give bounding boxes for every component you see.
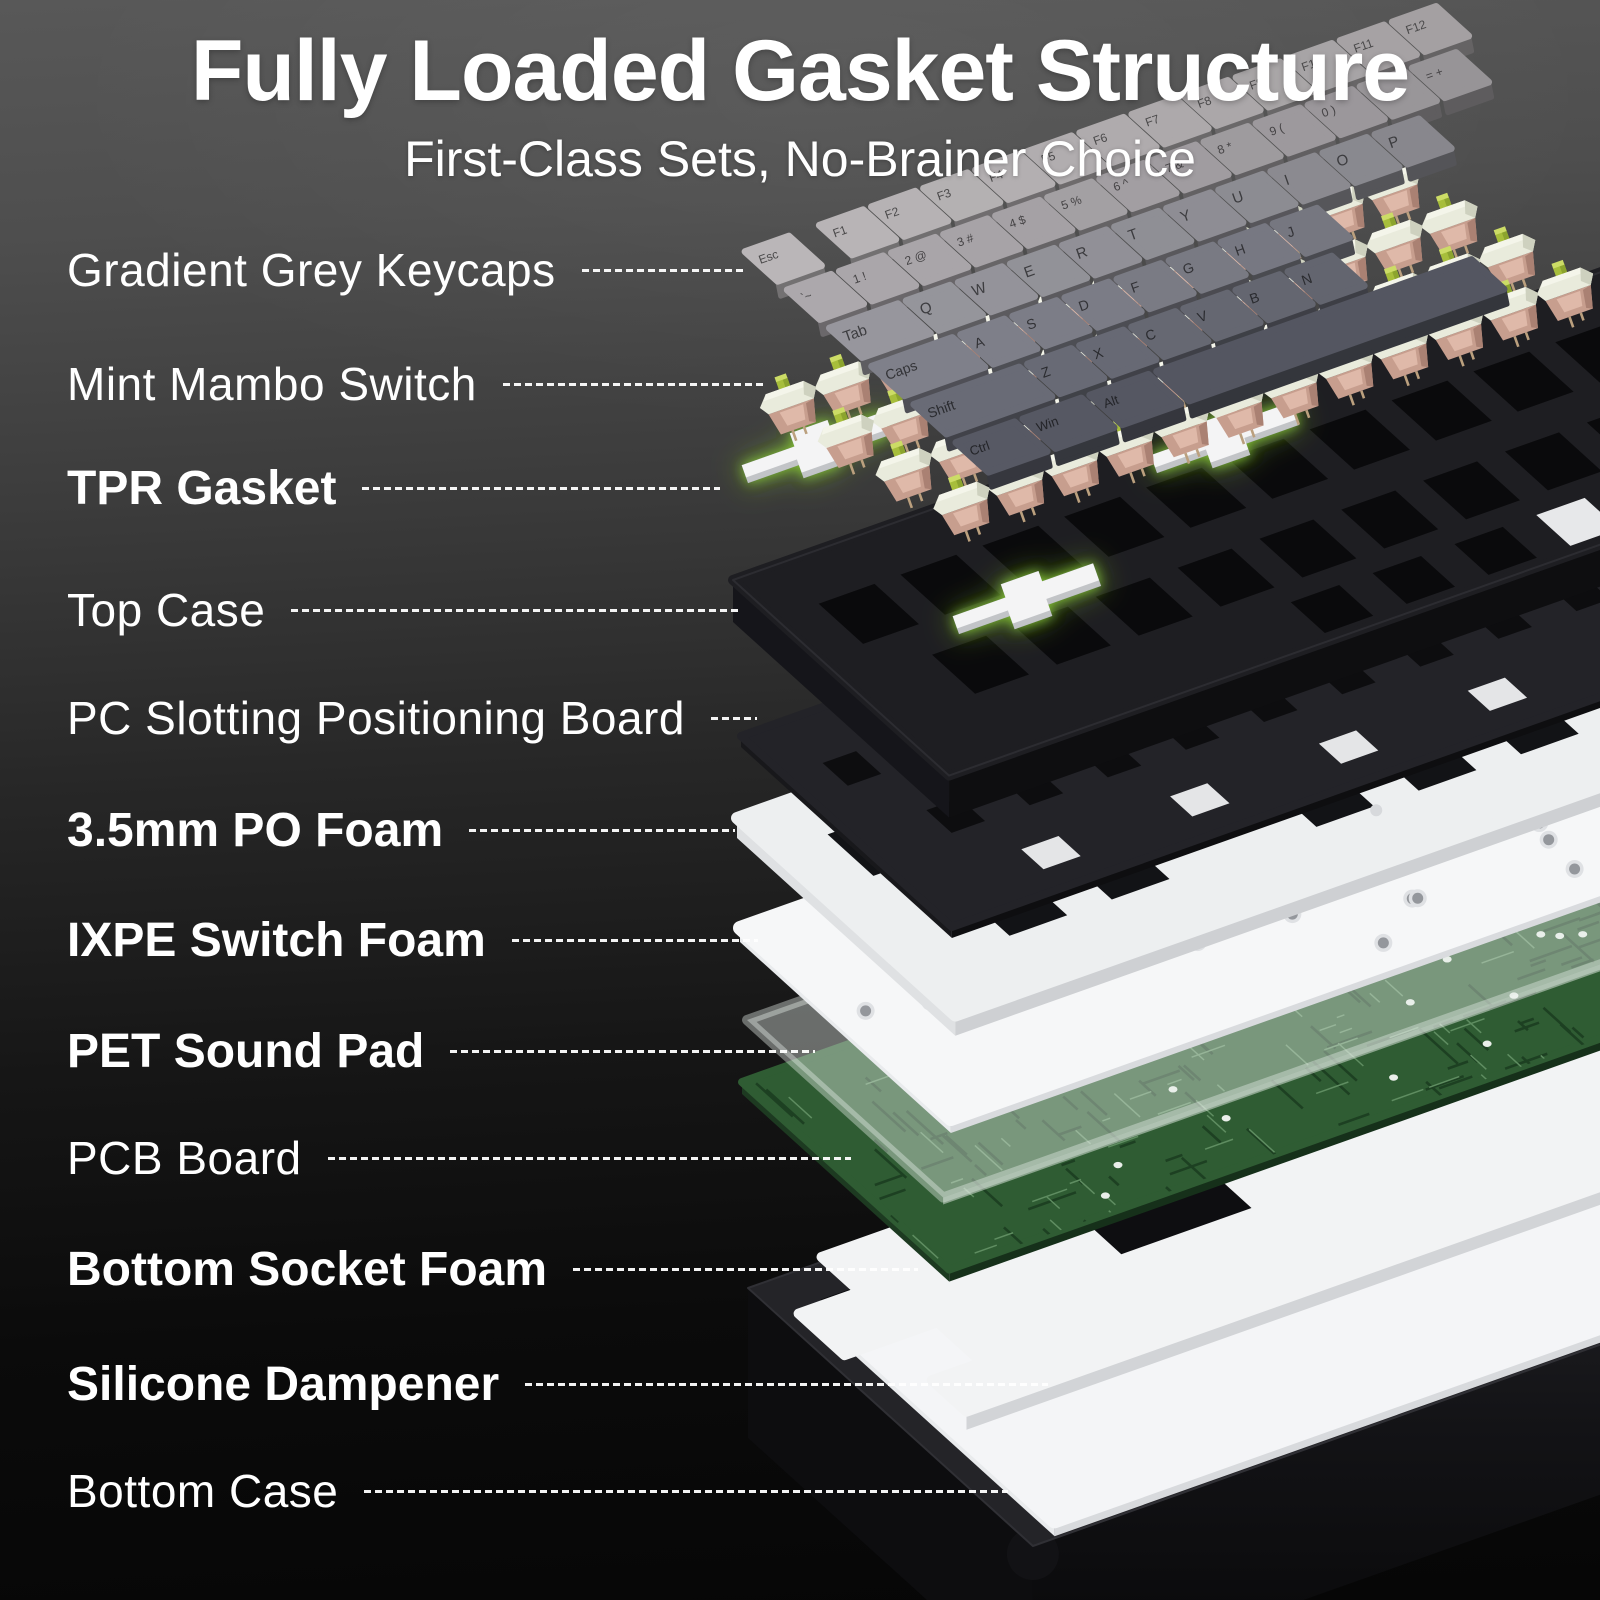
- svg-text:F9: F9: [1248, 75, 1266, 93]
- svg-text:8 *: 8 *: [1215, 139, 1234, 157]
- svg-text:D: D: [1076, 296, 1091, 314]
- svg-text:4 $: 4 $: [1007, 212, 1028, 231]
- svg-text:= +: = +: [1424, 64, 1445, 83]
- svg-text:F12: F12: [1404, 17, 1428, 37]
- leader-line: [327, 1156, 851, 1160]
- leader-line: [710, 716, 757, 720]
- leader-line: [581, 268, 746, 272]
- svg-text:F11: F11: [1352, 36, 1376, 56]
- label-po-foam: 3.5mm PO Foam: [67, 798, 735, 862]
- svg-text:0 ): 0 ): [1320, 102, 1338, 120]
- svg-text:O: O: [1334, 151, 1351, 171]
- leader-line: [362, 486, 720, 490]
- svg-text:6 ^: 6 ^: [1111, 176, 1131, 195]
- leader-line: [573, 1267, 918, 1271]
- svg-text:F3: F3: [935, 186, 953, 204]
- svg-text:- _: - _: [1372, 84, 1390, 102]
- label-text: PET Sound Pad: [67, 1024, 425, 1078]
- svg-text:Q: Q: [918, 299, 935, 319]
- label-keycaps: Gradient Grey Keycaps: [67, 238, 746, 302]
- label-text: 3.5mm PO Foam: [67, 803, 444, 857]
- svg-text:Alt: Alt: [1101, 392, 1121, 411]
- label-socket-foam: Bottom Socket Foam: [67, 1237, 918, 1301]
- leader-line: [469, 828, 735, 832]
- svg-text:F5: F5: [1039, 149, 1057, 167]
- leader-line: [450, 1049, 815, 1053]
- svg-text:U: U: [1230, 188, 1246, 208]
- label-text: Top Case: [67, 584, 266, 636]
- svg-text:J: J: [1285, 223, 1297, 240]
- svg-text:H: H: [1233, 240, 1248, 258]
- label-ixpe-foam: IXPE Switch Foam: [67, 908, 758, 972]
- svg-text:Ctrl: Ctrl: [967, 438, 991, 459]
- label-dampener: Silicone Dampener: [67, 1352, 1048, 1416]
- label-top-case: Top Case: [67, 578, 738, 642]
- svg-text:9 (: 9 (: [1268, 121, 1286, 139]
- leader-line: [525, 1382, 1048, 1386]
- svg-text:F8: F8: [1195, 93, 1213, 111]
- svg-text:2 @: 2 @: [903, 247, 929, 268]
- leader-line: [502, 382, 765, 386]
- label-text: Gradient Grey Keycaps: [67, 244, 556, 296]
- svg-text:F10: F10: [1300, 54, 1324, 74]
- label-text: Silicone Dampener: [67, 1357, 500, 1411]
- svg-text:`~: `~: [799, 288, 814, 305]
- label-pet-pad: PET Sound Pad: [67, 1019, 815, 1083]
- label-bottom-case: Bottom Case: [67, 1459, 1008, 1523]
- svg-text:F7: F7: [1143, 112, 1161, 130]
- svg-text:7 &: 7 &: [1163, 156, 1185, 175]
- label-text: Bottom Case: [67, 1465, 339, 1517]
- svg-text:Win: Win: [1034, 413, 1060, 435]
- svg-text:I: I: [1282, 172, 1292, 189]
- leader-line: [511, 938, 758, 942]
- svg-text:Esc: Esc: [757, 247, 781, 267]
- svg-text:F6: F6: [1091, 130, 1109, 148]
- label-text: PCB Board: [67, 1132, 302, 1184]
- svg-text:1 !: 1 !: [851, 269, 868, 287]
- svg-text:F4: F4: [987, 167, 1005, 185]
- label-pcb: PCB Board: [67, 1126, 851, 1190]
- svg-text:C: C: [1143, 325, 1158, 343]
- svg-text:G: G: [1180, 259, 1196, 278]
- label-text: IXPE Switch Foam: [67, 913, 486, 967]
- page-subtitle: First-Class Sets, No-Brainer Choice: [404, 131, 1196, 187]
- svg-text:5 %: 5 %: [1059, 192, 1083, 212]
- leader-line: [291, 608, 738, 612]
- svg-text:3 #: 3 #: [955, 231, 976, 250]
- svg-text:N: N: [1299, 270, 1314, 288]
- page-title: Fully Loaded Gasket Structure: [190, 23, 1410, 119]
- svg-text:W: W: [970, 279, 990, 300]
- label-text: PC Slotting Positioning Board: [67, 692, 685, 744]
- label-positioning-board: PC Slotting Positioning Board: [67, 686, 757, 750]
- svg-text:F2: F2: [883, 204, 901, 222]
- label-text: Bottom Socket Foam: [67, 1242, 548, 1296]
- svg-text:F1: F1: [831, 223, 849, 241]
- label-text: TPR Gasket: [67, 461, 337, 515]
- label-switch: Mint Mambo Switch: [67, 352, 765, 416]
- label-tpr-gasket: TPR Gasket: [67, 456, 720, 520]
- leader-line: [364, 1489, 1008, 1493]
- label-text: Mint Mambo Switch: [67, 358, 477, 410]
